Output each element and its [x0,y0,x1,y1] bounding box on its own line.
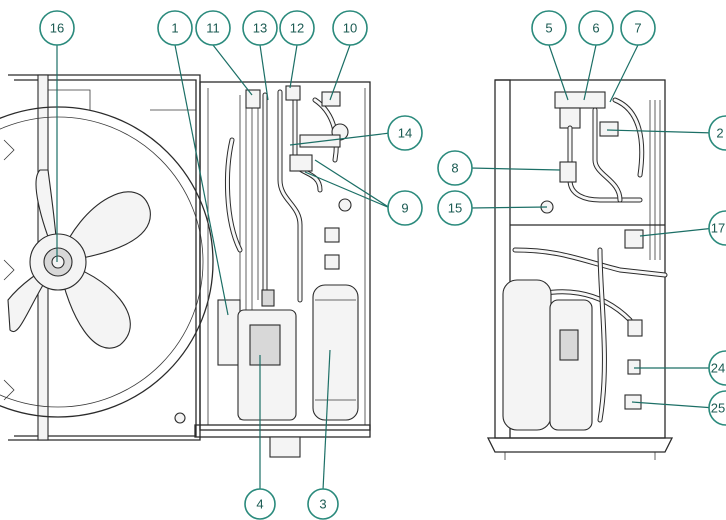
callout-2-label: 2 [716,126,723,141]
callout-2: 2 [708,115,726,151]
callout-15: 15 [437,190,473,226]
callout-12-label: 12 [290,21,304,36]
callout-10-label: 10 [343,21,357,36]
callout-11-label: 11 [206,21,220,36]
callout-8-label: 8 [451,161,458,176]
callout-13-label: 13 [253,21,267,36]
right-unit-illustration [486,79,674,460]
callout-16: 16 [39,10,75,46]
callout-3-label: 3 [319,497,326,512]
callout-8: 8 [437,150,473,186]
callout-1: 1 [157,10,193,46]
callout-5-label: 5 [545,21,552,36]
leader-lines [56,44,716,491]
callout-9: 9 [387,190,423,226]
callout-5: 5 [531,10,567,46]
callout-6-label: 6 [592,21,599,36]
callout-4: 4 [244,488,276,520]
callout-16-label: 16 [50,21,64,36]
callout-25: 25 [708,390,726,426]
callout-6: 6 [578,10,614,46]
callout-14-label: 14 [398,126,412,141]
callout-1-label: 1 [171,21,178,36]
callout-9-label: 9 [401,201,408,216]
callout-10: 10 [332,10,368,46]
callout-13: 13 [242,10,278,46]
callout-15-label: 15 [448,201,462,216]
callout-17: 17 [708,210,726,246]
callout-7: 7 [620,10,656,46]
callouts: 16 1 11 13 12 10 14 9 [39,10,726,520]
callout-3: 3 [307,488,339,520]
callout-17-label: 17 [711,221,725,236]
callout-24-label: 24 [711,361,725,376]
callout-25-label: 25 [711,401,725,416]
callout-24: 24 [708,350,726,386]
callout-12: 12 [279,10,315,46]
left-unit-illustration [0,74,371,458]
callout-11: 11 [195,10,231,46]
callout-7-label: 7 [634,21,641,36]
coil-fins [239,95,259,420]
callout-14: 14 [387,115,423,151]
callout-4-label: 4 [256,497,263,512]
